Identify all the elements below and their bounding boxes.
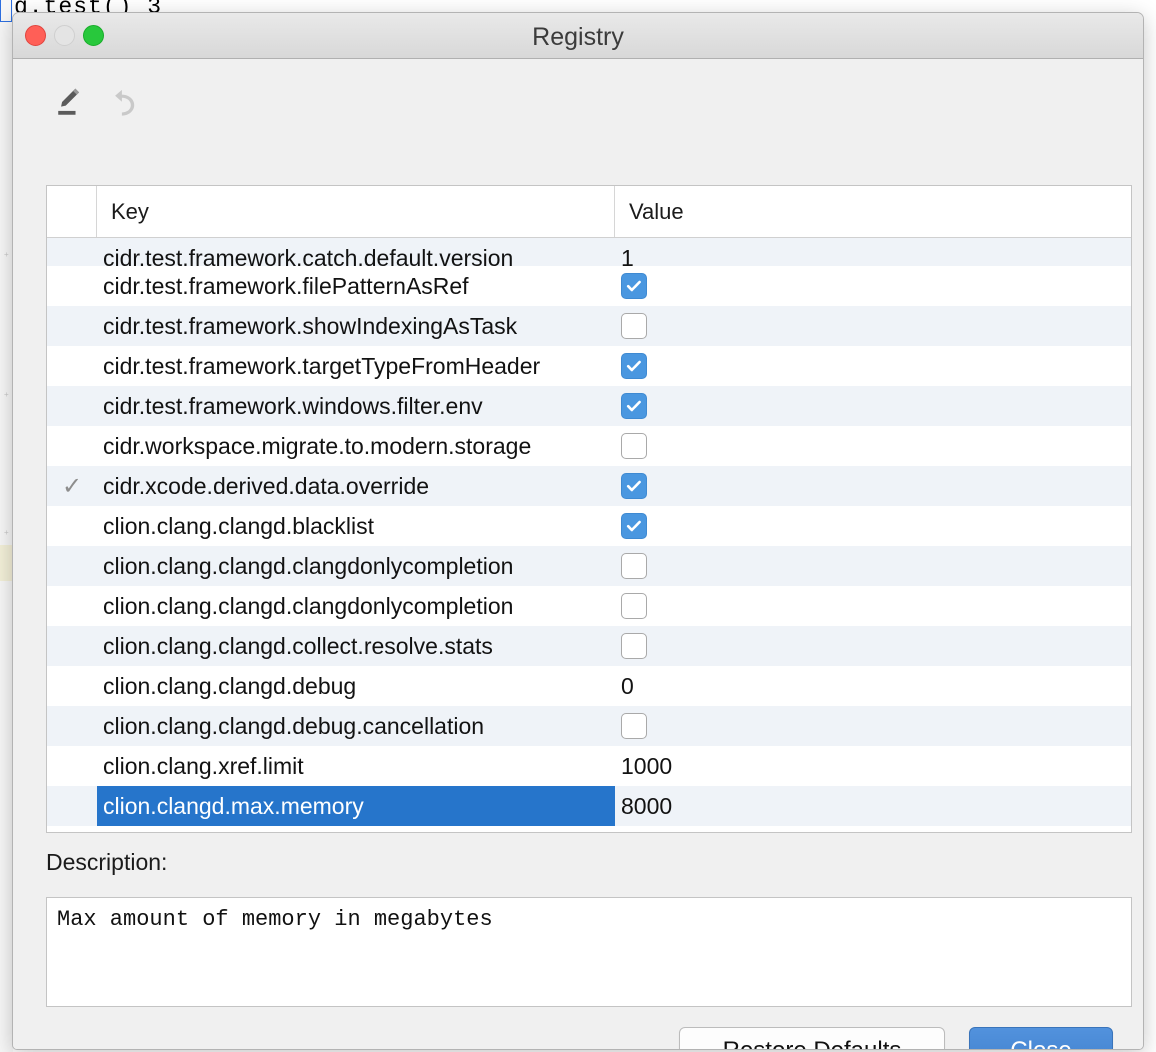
registry-key-cell[interactable]: cidr.xcode.derived.data.override (103, 472, 430, 499)
editor-caret (0, 0, 12, 22)
table-row[interactable]: cidr.test.framework.catch.default.versio… (47, 238, 1131, 271)
table-header-row: Key Value (47, 186, 1131, 238)
edit-value-button[interactable] (46, 81, 92, 127)
undo-arrow-icon (110, 85, 144, 124)
row-mark-cell (47, 786, 97, 826)
registry-table[interactable]: Key Value cidr.test.framework.catch.defa… (46, 185, 1132, 833)
registry-value-cell[interactable] (615, 473, 1131, 499)
table-row[interactable]: clion.clang.clangd.debug 0 (47, 666, 1131, 706)
table-body: cidr.test.framework.catch.default.versio… (47, 238, 1131, 832)
registry-value-cell[interactable] (615, 313, 1131, 339)
registry-value-cell[interactable]: 1000 (621, 752, 673, 779)
registry-key-cell[interactable]: cidr.test.framework.targetTypeFromHeader (103, 352, 541, 379)
checkbox-checked-icon[interactable] (621, 393, 647, 419)
registry-value-cell[interactable] (615, 393, 1131, 419)
registry-value-cell[interactable] (615, 353, 1131, 379)
window-traffic-lights (25, 25, 104, 46)
checkbox-checked-icon[interactable] (621, 273, 647, 299)
table-row[interactable]: cidr.workspace.migrate.to.modern.storage (47, 426, 1131, 466)
revert-to-default-button[interactable] (104, 81, 150, 127)
registry-key-cell[interactable]: clion.clang.xref.limit (103, 752, 304, 779)
table-row[interactable]: clion.clang.xref.limit 1000 (47, 746, 1131, 786)
registry-value-cell[interactable] (615, 273, 1131, 299)
restore-defaults-button[interactable]: Restore Defaults (679, 1027, 945, 1049)
table-row[interactable]: clion.clang.clangd.blacklist (47, 506, 1131, 546)
checkbox-checked-icon[interactable] (621, 353, 647, 379)
window-titlebar: Registry (13, 13, 1143, 59)
description-text: Max amount of memory in megabytes (57, 907, 493, 932)
registry-key-cell[interactable]: cidr.workspace.migrate.to.modern.storage (103, 432, 532, 459)
close-window-button[interactable] (25, 25, 46, 46)
table-row[interactable]: clion.clang.clangd.collect.resolve.stats (47, 626, 1131, 666)
fold-marker-icon: + (4, 528, 9, 537)
window-title: Registry (532, 23, 624, 51)
table-row[interactable]: cidr.test.framework.showIndexingAsTask (47, 306, 1131, 346)
pencil-icon (52, 85, 86, 124)
modified-check-icon: ✓ (61, 472, 83, 500)
table-row[interactable]: cidr.test.framework.windows.filter.env (47, 386, 1131, 426)
registry-key-cell[interactable]: clion.clang.clangd.debug.cancellation (103, 712, 485, 739)
registry-key-cell[interactable]: cidr.test.framework.showIndexingAsTask (103, 312, 518, 339)
checkbox-unchecked-icon[interactable] (621, 433, 647, 459)
checkbox-unchecked-icon[interactable] (621, 313, 647, 339)
registry-key-cell[interactable]: clion.clang.clangd.debug (103, 672, 357, 699)
fold-marker-icon: + (4, 250, 9, 259)
checkbox-unchecked-icon[interactable] (621, 593, 647, 619)
registry-value-cell[interactable]: 8000 (615, 786, 1131, 826)
description-box[interactable]: Max amount of memory in megabytes (46, 897, 1132, 1007)
registry-value-cell[interactable] (615, 553, 1131, 579)
registry-key-cell[interactable]: clion.clangd.max.memory (97, 786, 615, 826)
close-button[interactable]: Close (969, 1027, 1113, 1049)
maximize-window-button[interactable] (83, 25, 104, 46)
registry-key-cell[interactable]: cidr.test.framework.filePatternAsRef (103, 272, 469, 299)
column-header-key[interactable]: Key (97, 186, 615, 237)
table-row[interactable]: clion.clang.clangd.debug.cancellation (47, 706, 1131, 746)
registry-dialog-window: Registry (12, 12, 1144, 1050)
registry-key-cell[interactable]: clion.clang.clangd.blacklist (103, 512, 375, 539)
table-row[interactable]: clion.clang.clangd.clangdonlycompletion (47, 546, 1131, 586)
registry-value-cell[interactable]: 1 (621, 245, 634, 271)
table-row[interactable]: ✓ cidr.xcode.derived.data.override (47, 466, 1131, 506)
registry-key-cell[interactable]: clion.clang.clangd.clangdonlycompletion (103, 552, 514, 579)
table-row[interactable]: cidr.test.framework.filePatternAsRef (47, 266, 1131, 306)
column-header-value[interactable]: Value (629, 198, 684, 224)
dialog-footer: Restore Defaults Close (679, 1027, 1113, 1049)
checkbox-unchecked-icon[interactable] (621, 713, 647, 739)
editor-gutter (0, 0, 13, 1052)
checkbox-checked-icon[interactable] (621, 473, 647, 499)
table-row[interactable]: cidr.test.framework.targetTypeFromHeader (47, 346, 1131, 386)
description-label: Description: (46, 849, 168, 875)
minimize-window-button[interactable] (54, 25, 75, 46)
registry-key-cell[interactable]: cidr.test.framework.catch.default.versio… (103, 245, 514, 271)
registry-value-cell[interactable] (615, 633, 1131, 659)
registry-value-cell[interactable] (615, 513, 1131, 539)
registry-value-cell[interactable] (615, 713, 1131, 739)
fold-marker-icon: + (4, 390, 9, 399)
registry-key-cell[interactable]: cidr.test.framework.windows.filter.env (103, 392, 483, 419)
registry-value-cell[interactable] (615, 593, 1131, 619)
registry-key-cell[interactable]: clion.clang.clangd.collect.resolve.stats (103, 632, 493, 659)
table-row[interactable]: clion.clang.clangd.clangdonlycompletion (47, 586, 1131, 626)
dialog-body: Key Value cidr.test.framework.catch.defa… (13, 59, 1143, 1049)
registry-key-cell[interactable]: clion.clang.clangd.clangdonlycompletion (103, 592, 514, 619)
registry-toolbar (46, 81, 150, 127)
checkbox-checked-icon[interactable] (621, 513, 647, 539)
checkbox-unchecked-icon[interactable] (621, 553, 647, 579)
column-header-modified[interactable] (47, 186, 97, 237)
registry-value-cell[interactable]: 0 (621, 672, 634, 699)
checkbox-unchecked-icon[interactable] (621, 633, 647, 659)
registry-value-cell[interactable] (615, 433, 1131, 459)
